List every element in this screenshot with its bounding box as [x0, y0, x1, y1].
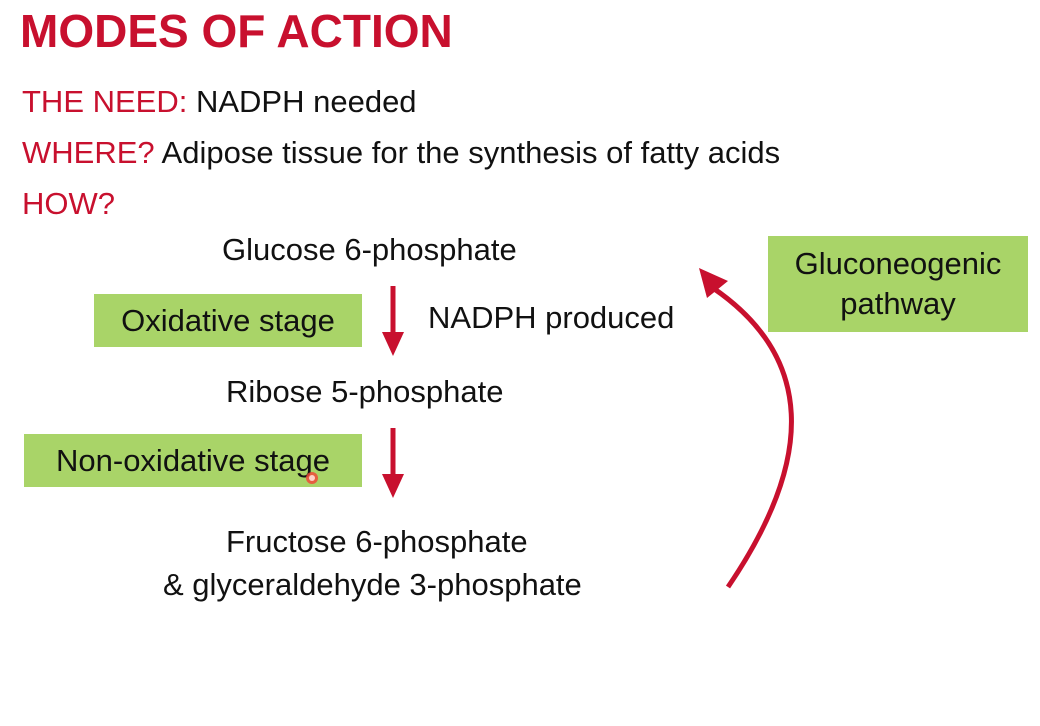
- glucose-6-phosphate: Glucose 6-phosphate: [222, 232, 517, 267]
- slide-title: MODES OF ACTION: [20, 5, 453, 57]
- non-oxidative-stage-box: Non-oxidative stage: [24, 434, 362, 487]
- need-text: NADPH needed: [187, 84, 417, 119]
- arrow-oxidative: [382, 286, 404, 356]
- nadph-produced-label: NADPH produced: [428, 300, 675, 335]
- need-label: THE NEED:: [22, 84, 188, 119]
- glyceraldehyde-3-phosphate: & glyceraldehyde 3-phosphate: [163, 567, 582, 602]
- where-label: WHERE?: [22, 135, 155, 170]
- gluconeogenic-pathway-box: Gluconeogenic pathway: [768, 236, 1028, 332]
- how-label: HOW?: [22, 186, 115, 221]
- pointer-cursor-icon: [306, 472, 318, 484]
- fructose-6-phosphate: Fructose 6-phosphate: [226, 524, 528, 559]
- where-text: Adipose tissue for the synthesis of fatt…: [154, 135, 781, 170]
- need-line: THE NEED: NADPH needed: [22, 84, 417, 120]
- ribose-5-phosphate: Ribose 5-phosphate: [226, 374, 504, 409]
- where-line: WHERE? Adipose tissue for the synthesis …: [22, 135, 780, 171]
- oxidative-stage-label: Oxidative stage: [121, 302, 335, 338]
- arrow-gluconeogenic-return: [699, 268, 794, 589]
- arrow-non-oxidative: [382, 428, 404, 498]
- non-oxidative-stage-label: Non-oxidative stage: [56, 442, 330, 478]
- how-line: HOW?: [22, 186, 115, 222]
- oxidative-stage-box: Oxidative stage: [94, 294, 362, 347]
- gluconeogenic-line-2: pathway: [840, 286, 956, 321]
- gluconeogenic-line-1: Gluconeogenic: [794, 245, 1002, 281]
